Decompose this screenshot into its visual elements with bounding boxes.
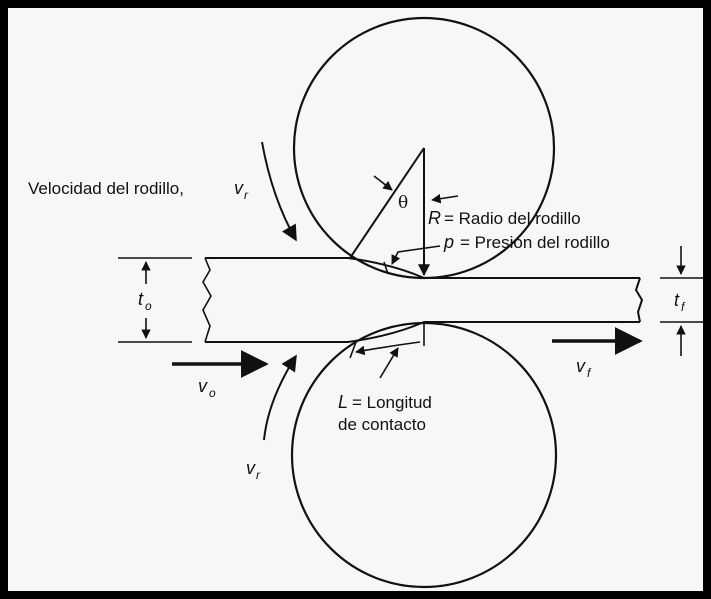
pressure-symbol: p [443, 232, 454, 252]
lower-roll [290, 321, 558, 589]
tf-subscript: f [681, 300, 686, 314]
angle-line [349, 147, 425, 259]
strip-cut-left [202, 257, 212, 343]
v0-subscript: o [209, 386, 216, 400]
roll-velocity-label: Velocidad del rodillo, [28, 179, 184, 198]
theta-label: θ [398, 193, 408, 213]
t0-symbol: t [138, 289, 144, 309]
pressure-arrow [391, 245, 441, 265]
contact-label-line1: = Longitud [352, 393, 432, 412]
contact-symbol: L [338, 392, 348, 412]
radius-label: = Radio del rodillo [444, 209, 581, 228]
t0-dimension [118, 257, 192, 343]
tf-dimension [660, 246, 705, 356]
vf-symbol: v [576, 356, 586, 376]
roll-velocity-subscript: r [244, 188, 249, 202]
v0-symbol: v [198, 376, 208, 396]
roll-velocity-symbol: v [234, 178, 244, 198]
theta-pointer-left [373, 175, 393, 191]
contact-label-line2: de contacto [338, 415, 426, 434]
theta-pointer-right [431, 193, 459, 204]
pressure-label: = Presión del rodillo [460, 233, 610, 252]
workpiece-strip [205, 257, 644, 343]
radius-symbol: R [428, 208, 441, 228]
lower-roll-rotation-arrow [263, 354, 297, 441]
t0-subscript: o [145, 299, 152, 313]
upper-roll-rotation-arrow [261, 141, 297, 242]
lower-roll-velocity-symbol: v [246, 458, 256, 478]
vf-subscript: f [587, 366, 592, 380]
tf-symbol: t [674, 290, 680, 310]
contact-tick-upper [383, 261, 389, 275]
lower-roll-velocity-subscript: r [256, 468, 261, 482]
contact-length-marker [349, 322, 425, 379]
